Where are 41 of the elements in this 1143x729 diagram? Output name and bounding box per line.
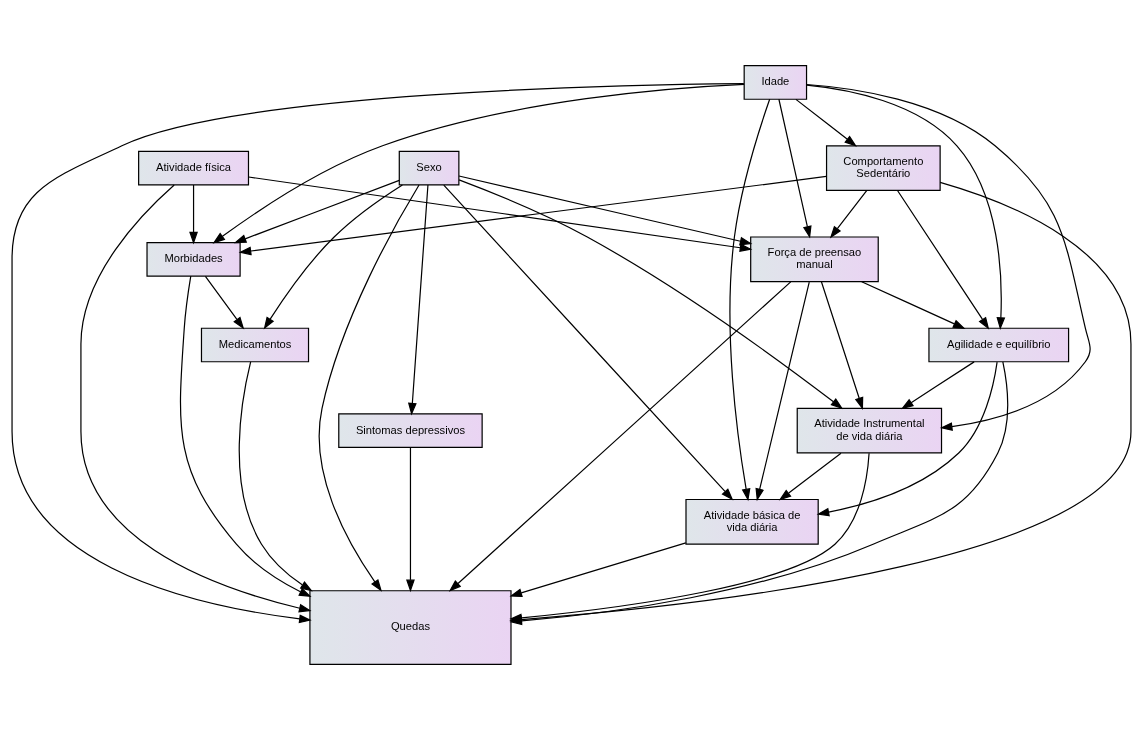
node-box: Quedas	[309, 589, 512, 665]
arrow	[263, 183, 403, 329]
arrow	[458, 174, 753, 245]
arrow	[233, 179, 400, 243]
node-box: Medicamentos	[200, 327, 310, 362]
arrow	[318, 183, 420, 592]
arrow	[212, 83, 745, 244]
node-box: Sintomas depressivos	[338, 412, 483, 448]
arrow	[829, 189, 868, 238]
arrow	[861, 280, 966, 329]
arrow	[820, 280, 864, 410]
arrow	[443, 183, 734, 500]
node-box: Agilidade e equilíbrio	[928, 327, 1070, 362]
arrow	[729, 98, 771, 501]
node-box: Atividade básica de vida diária	[685, 498, 819, 545]
arrow	[248, 175, 753, 252]
arrow	[509, 541, 687, 597]
arrow	[806, 83, 1006, 330]
arrow	[407, 183, 429, 415]
arrow	[448, 280, 792, 592]
node-box: Morbidades	[146, 241, 241, 277]
node-box: Força de preensao manual	[750, 235, 879, 282]
node-box: Atividade Instrumental de vida diária	[796, 407, 943, 454]
arrow	[204, 275, 245, 329]
arrow	[755, 280, 810, 501]
node-box: Sexo	[398, 150, 460, 185]
arrow	[238, 175, 827, 255]
arrow	[778, 98, 812, 239]
node-box: Idade	[743, 64, 808, 100]
arrow	[806, 83, 1091, 431]
arrow	[458, 178, 844, 409]
arrow	[778, 452, 842, 501]
arrow	[900, 360, 975, 409]
arrow	[795, 98, 857, 147]
arrow	[896, 189, 990, 330]
arrow	[816, 360, 998, 516]
arrow	[189, 183, 198, 244]
node-box: Atividade física	[138, 150, 250, 185]
node-box: Comportamento Sedentário	[825, 144, 941, 191]
arrow	[238, 360, 313, 591]
arrow	[406, 446, 415, 592]
